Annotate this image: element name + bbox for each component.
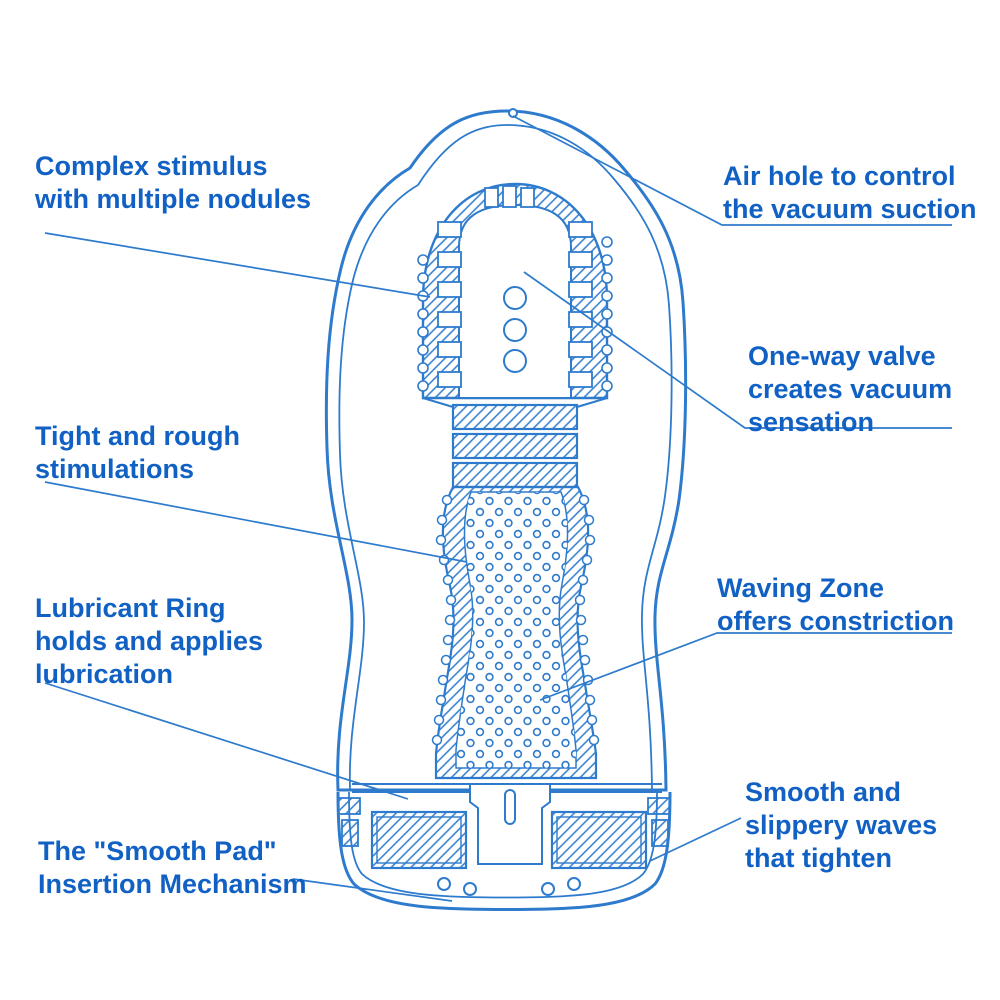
callout-line-complex-stimulus [44, 232, 431, 298]
smooth-pad-column [469, 783, 551, 865]
bottom-shell [336, 791, 672, 911]
label-one-way-valve: One-way valve creates vacuum sensation [748, 341, 953, 437]
air-hole [508, 108, 518, 118]
sleeve-edge-nodules [417, 236, 613, 392]
center-slot [504, 789, 516, 825]
callout-lines [44, 115, 952, 902]
base-assembly [336, 783, 672, 911]
callout-line-smooth-waves [649, 817, 742, 862]
callout-line-air-hole [512, 115, 952, 226]
callout-line-lubricant-ring [44, 682, 409, 800]
label-smooth-pad: The "Smooth Pad" Insertion Mechanism [38, 836, 307, 899]
label-lubricant-ring: Lubricant Ring holds and applies lubrica… [35, 593, 264, 689]
dotted-column [431, 485, 600, 780]
label-smooth-waves: Smooth and slippery waves that tighten [745, 777, 938, 873]
callout-line-smooth-pad [292, 878, 453, 902]
callout-line-one-way-valve [523, 271, 952, 429]
inner-sleeve-upper [417, 182, 613, 400]
base-hatched-blocks [370, 810, 648, 870]
callout-line-waving-zone [539, 632, 952, 701]
label-tight-rough: Tight and rough stimulations [35, 421, 240, 484]
label-complex-stimulus: Complex stimulus with multiple nodules [35, 151, 311, 214]
nodule-teeth [437, 185, 593, 388]
one-way-valve-circles [503, 286, 527, 373]
callout-line-tight-rough [44, 481, 468, 563]
ring-stack [422, 396, 608, 489]
shell-feet [437, 877, 581, 896]
label-air-hole: Air hole to control the vacuum suction [723, 161, 977, 224]
label-waving-zone: Waving Zone offers constriction [717, 573, 955, 636]
